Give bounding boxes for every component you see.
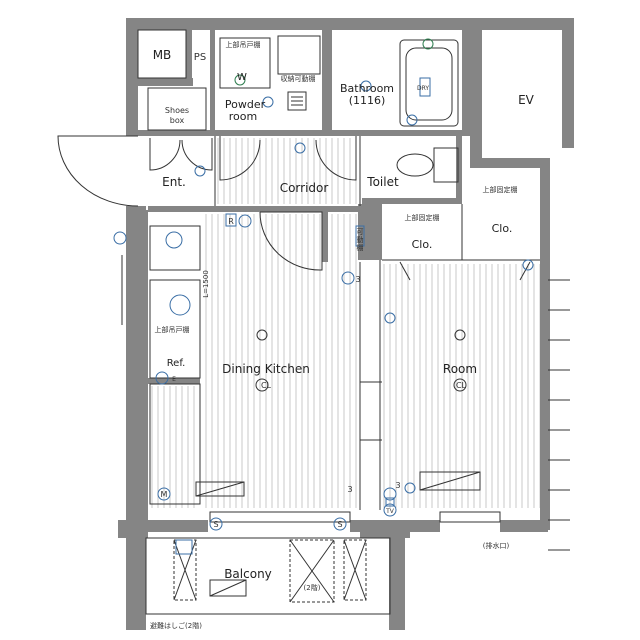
room-labels: MB PS EV Bathroom (1116) Powder room Sho… [153,48,535,581]
entrance-label: Ent. [162,175,186,189]
corridor-label: Corridor [280,181,329,195]
symbol-labels: CL CL R M S S TV 3 3 3 E [161,217,467,529]
second-floor-label: (2階) [304,583,321,592]
ceiling-height-label: L=1500 [202,270,210,298]
tv-symbol: TV [385,508,395,515]
annotation-labels: 上部吊戸棚 収納可動棚 上部固定棚 上部固定棚 可 動 棚 上部吊戸棚 L=15… [150,40,517,630]
powder-room-label-2: room [229,110,257,123]
upper-fixed-shelf-label-1: 上部固定棚 [483,185,518,194]
ev-label: EV [518,93,535,107]
drain-label: (排水口) [483,541,510,550]
e-symbol: E [172,376,176,383]
powder-room-label-1: Powder [225,98,266,111]
bathroom-label: Bathroom [340,82,394,95]
mb-label: MB [153,48,172,62]
s-symbol-1: S [213,520,218,529]
shoes-box-label-2: box [170,116,185,125]
washer-label: W [237,72,247,83]
r-symbol: R [228,217,234,226]
upper-fixed-shelf-label-2: 上部固定棚 [405,213,440,222]
m-symbol: M [161,490,168,499]
bathroom-size-label: (1116) [349,94,386,107]
s-symbol-2: S [337,520,342,529]
movable-shelf-label-1: 可 [357,228,364,236]
storage-shelf-label: 収納可動棚 [281,74,316,83]
movable-shelf-label-3: 棚 [357,243,364,252]
walls [118,18,574,630]
cl-symbol-dk: CL [261,381,272,390]
room-label: Room [443,362,477,376]
evacuation-ladder-label: 避難はしご(2階) [150,621,202,630]
interior-lines [57,29,570,615]
closet-label-1: Clo. [412,238,433,251]
upper-shelf-label-1: 上部吊戸棚 [226,40,261,49]
refrigerator-label: Ref. [167,358,186,369]
toilet-label: Toilet [366,175,399,189]
three-symbol-2: 3 [347,485,352,494]
balcony-label: Balcony [224,567,272,581]
closet-label-2: Clo. [492,222,513,235]
dry-label: DRY [417,85,429,92]
three-symbol-1: 3 [355,275,360,284]
shoes-box-label-1: Shoes [165,106,189,115]
dining-kitchen-label: Dining Kitchen [222,362,310,376]
movable-shelf-label-2: 動 [357,235,364,244]
three-symbol-3: 3 [395,481,400,490]
flooring-pattern [151,138,541,508]
electrical-symbols [113,38,534,555]
ps-label: PS [194,52,206,63]
upper-hanging-shelf-label: 上部吊戸棚 [155,325,190,334]
cl-symbol-room: CL [456,381,467,390]
